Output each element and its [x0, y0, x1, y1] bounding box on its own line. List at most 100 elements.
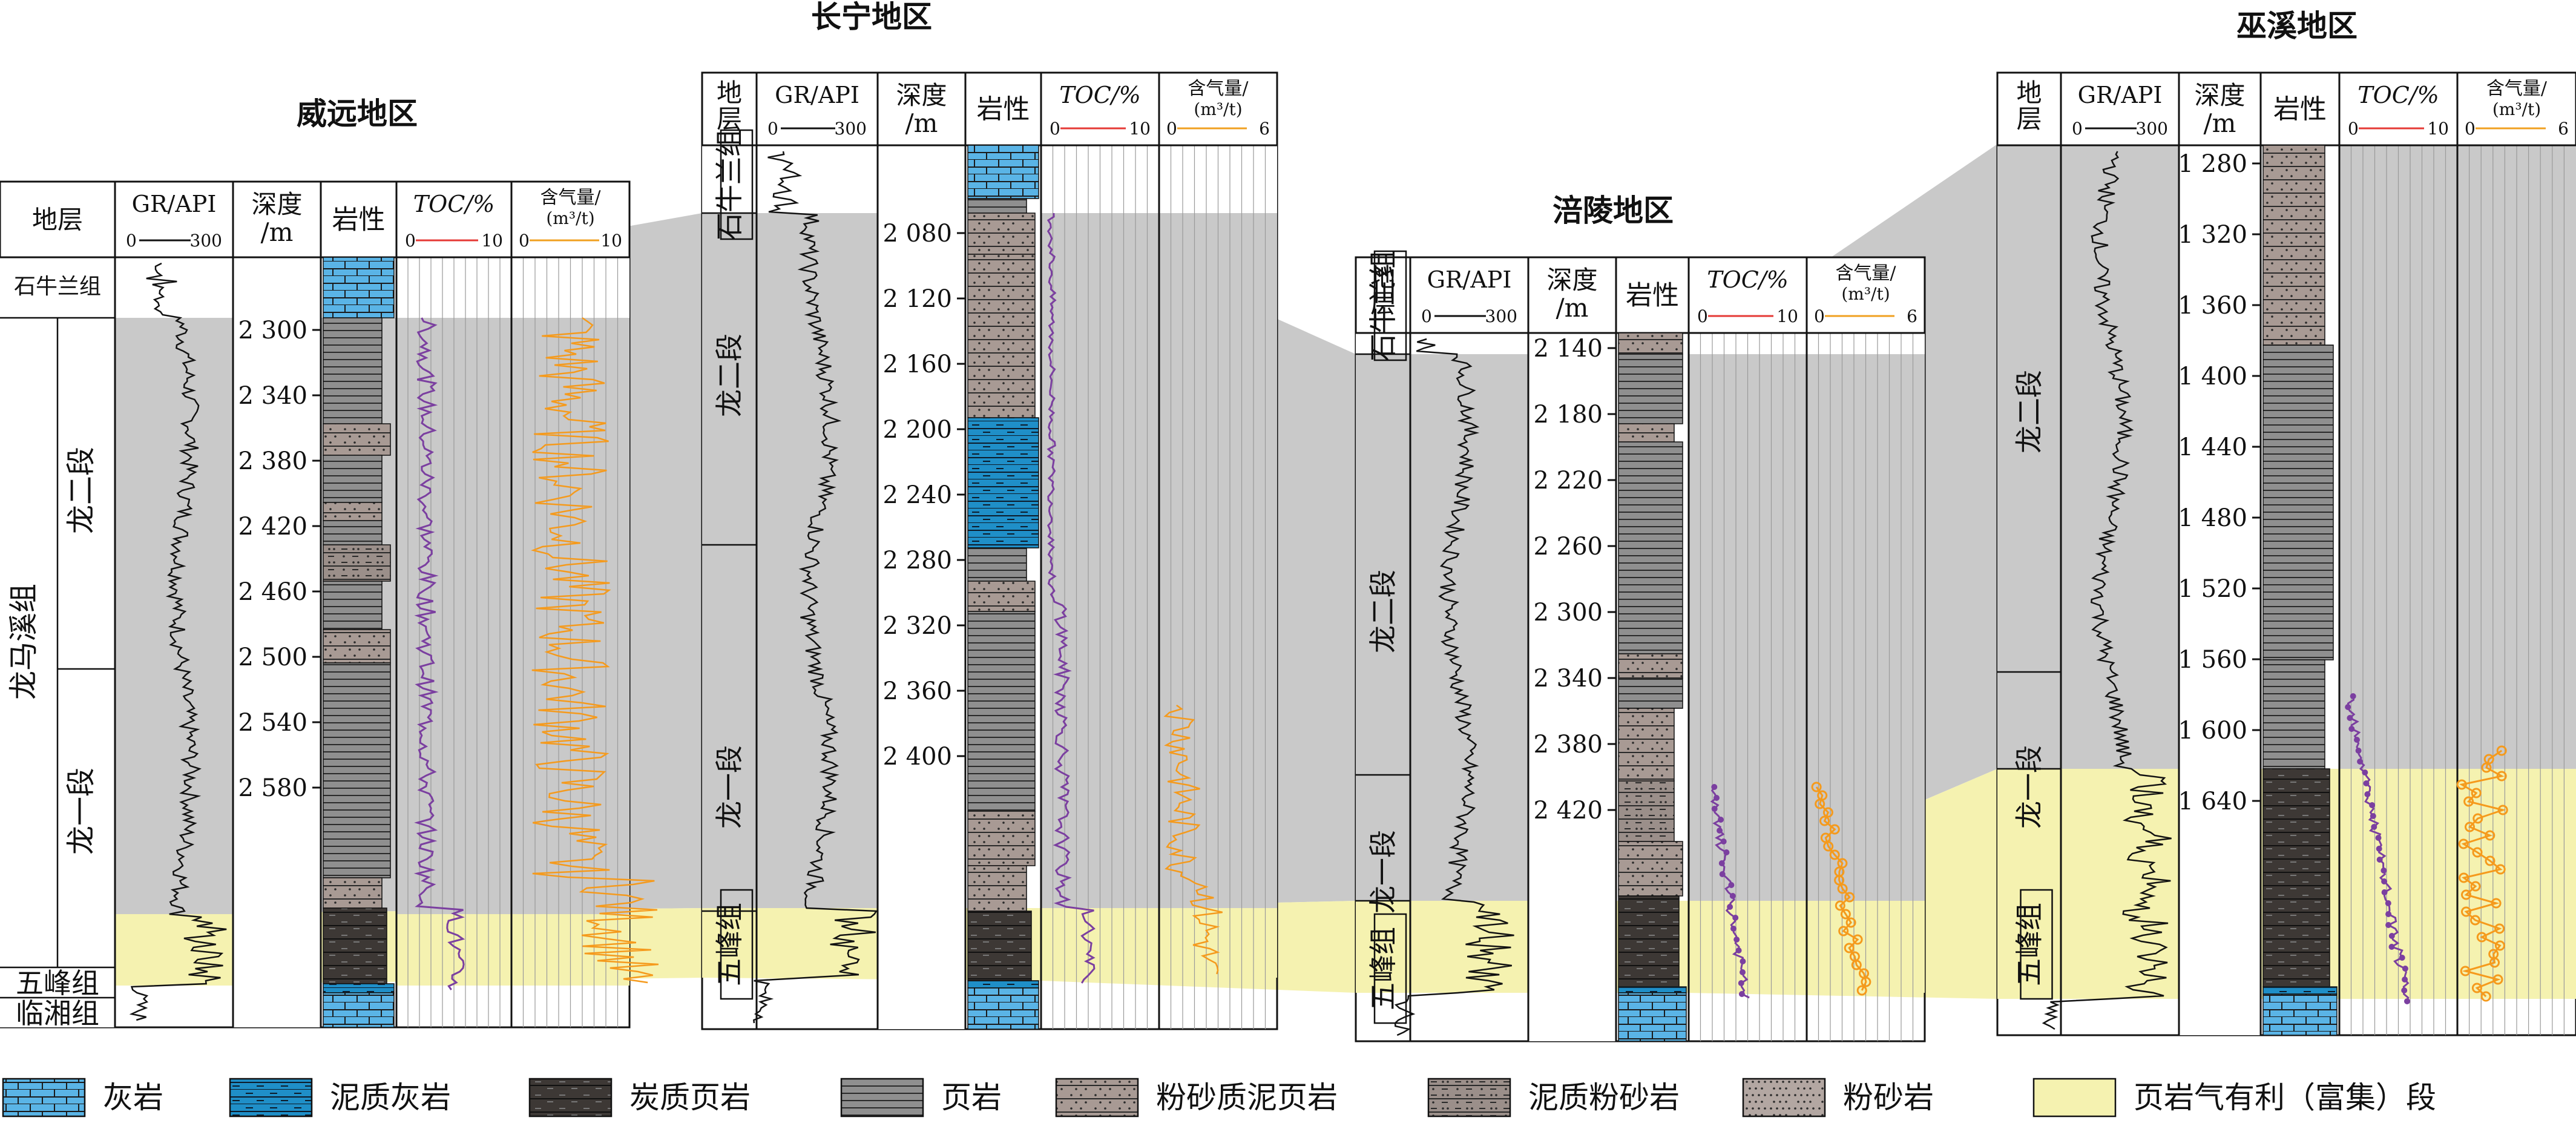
header-toc: TOC/%	[2358, 82, 2439, 108]
panel-fav-gr	[2061, 769, 2179, 999]
lithology-shale	[1618, 441, 1683, 654]
gas-point	[2494, 940, 2505, 951]
legend-label-carbonaceous-shale: 炭质页岩	[629, 1080, 751, 1115]
header-gr: GR/API	[132, 191, 217, 217]
formation-label: 石牛兰组	[1367, 250, 1399, 361]
gas-point	[1815, 798, 1825, 809]
strata-band-bg	[1356, 354, 1410, 901]
panel-fav-gr	[757, 908, 878, 978]
depth-tick-label: 2 080	[882, 220, 952, 248]
toc-point	[2402, 976, 2408, 983]
depth-tick-label: 1 400	[2178, 363, 2247, 390]
header-strata: 地层	[32, 205, 83, 235]
lithology-lime	[323, 992, 395, 1028]
header-toc-max: 10	[1129, 119, 1151, 139]
header-lithology: 岩性	[332, 205, 386, 235]
gas-point	[2461, 889, 2471, 900]
toc-point	[2376, 857, 2383, 863]
gas-point	[2459, 872, 2469, 883]
gas-point	[2476, 932, 2487, 943]
gas-point	[1829, 824, 1840, 835]
strata-fav-bg	[702, 908, 757, 978]
favorable-band	[0, 769, 2576, 999]
header-depth-1: 深度	[2194, 81, 2245, 110]
formation-label-box	[1373, 250, 1407, 361]
toc-point	[2370, 813, 2376, 819]
formation-label: 龙一段	[1367, 830, 1399, 914]
header-depth-1: 深度	[1546, 265, 1597, 295]
toc-point	[2388, 944, 2395, 950]
formation-label-box	[1373, 913, 1407, 1024]
toc-point	[1729, 893, 1736, 899]
gas-point	[2472, 813, 2483, 824]
toc-point	[1711, 784, 1718, 790]
depth-tick-label: 2 420	[238, 513, 307, 541]
gr-curve	[129, 262, 227, 1021]
lithology-siltymud	[1618, 332, 1683, 355]
toc-point	[2385, 911, 2392, 917]
depth-column-bg	[1528, 333, 1616, 1041]
toc-curve	[1046, 212, 1096, 984]
depth-tick-label: 2 400	[882, 743, 952, 771]
header-lithology: 岩性	[1626, 280, 1679, 311]
lithology-shale	[323, 581, 383, 630]
header-gr: GR/API	[775, 82, 859, 108]
formation-label: 五峰组	[1367, 927, 1399, 1010]
panel-fav-logs	[396, 914, 629, 986]
lithology-shale	[967, 611, 1036, 812]
formation-label: 龙二段	[2013, 370, 2046, 453]
header-gas-2: (m³/t)	[546, 208, 594, 228]
depth-tick-label: 1 360	[2178, 292, 2247, 320]
lithology-shale	[967, 198, 1027, 214]
header-gas-2: (m³/t)	[1841, 284, 1890, 304]
toc-point	[2347, 715, 2353, 721]
gas-point	[1851, 960, 1862, 970]
toc-point	[1732, 915, 1739, 921]
panel-fav-gr	[115, 914, 233, 986]
formation-label: 龙一段	[2013, 745, 2046, 829]
depth-tick-label: 2 360	[882, 677, 952, 705]
formation-label-box	[720, 889, 754, 1000]
lithology-siltymud	[967, 212, 1036, 255]
depth-column-bg	[878, 145, 965, 1029]
lithology-shale	[1618, 677, 1683, 709]
depth-tick-label: 2 500	[238, 644, 307, 671]
depth-tick-label: 2 140	[1533, 335, 1603, 363]
toc-point	[2376, 846, 2382, 852]
gas-point	[1837, 883, 1848, 894]
header-gr: GR/API	[1427, 266, 1512, 293]
lithology-shale	[2262, 659, 2325, 769]
toc-point	[2354, 737, 2360, 743]
depth-tick-label: 2 380	[238, 447, 307, 475]
gas-point	[1819, 815, 1830, 826]
gas-point	[1856, 985, 1867, 996]
gas-point	[2496, 771, 2507, 782]
header-toc-min: 0	[1697, 306, 1708, 326]
lithology-siltymud	[323, 629, 391, 663]
gas-point	[1834, 875, 1845, 886]
lithology-marly	[1618, 986, 1687, 993]
formation-label-box	[720, 129, 754, 240]
header-gr-max: 300	[2136, 119, 2168, 139]
legend-swatch-silty-mudstone	[1055, 1078, 1139, 1118]
gas-point	[1837, 858, 1848, 869]
lithology-lime	[967, 987, 1039, 1030]
toc-point	[2364, 791, 2371, 797]
depth-tick-label: 1 560	[2178, 646, 2247, 674]
header-toc-min: 0	[1050, 119, 1060, 139]
legend-label-shale: 页岩	[941, 1080, 1002, 1115]
depth-tick-label: 2 460	[238, 578, 307, 606]
gas-point	[2489, 957, 2500, 968]
gas-point	[2491, 898, 2502, 909]
lithology-siltymud	[967, 811, 1036, 866]
header-gas-max: 10	[600, 231, 622, 251]
lithology-shale	[323, 520, 383, 545]
lithology-shale	[2262, 344, 2334, 660]
header-depth-2: /m	[905, 108, 938, 138]
gas-point	[2471, 983, 2482, 993]
lithology-marly	[967, 980, 1039, 989]
toc-point	[2388, 933, 2395, 939]
legend-swatch-siltstone	[1742, 1078, 1826, 1118]
